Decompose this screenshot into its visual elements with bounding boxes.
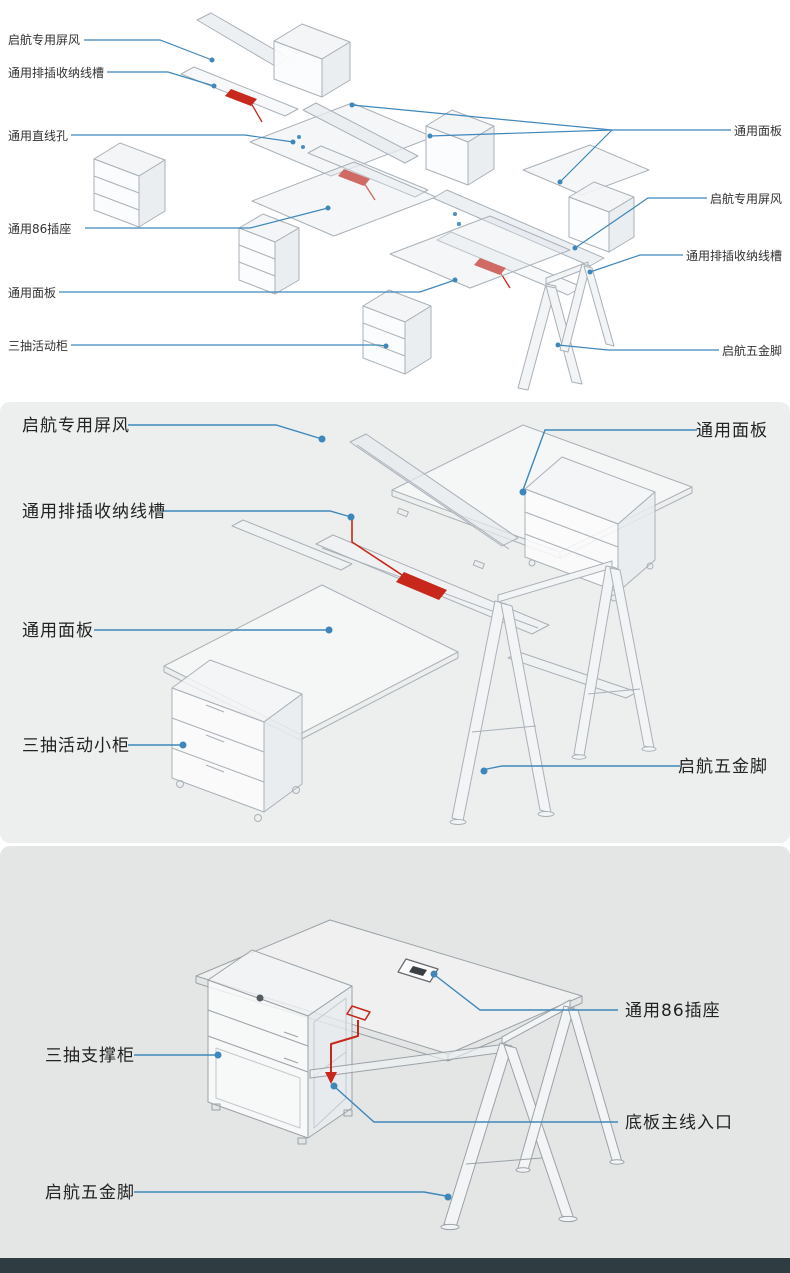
label-86-socket: 通用86插座: [625, 1001, 721, 1021]
label-screen-divider: 启航专用屏风: [22, 416, 130, 436]
leader-dots: [179, 435, 527, 775]
mobile-cabinet-front: [362, 289, 432, 375]
metal-legs: [449, 560, 657, 825]
leader-dots: [214, 970, 452, 1201]
cluster-drawing: [93, 12, 650, 391]
cable-tray: [315, 534, 550, 635]
label-cable-tray: 通用排插收纳线槽: [8, 66, 105, 80]
power-cable: [351, 515, 403, 576]
floating-cabinet-far-right: [568, 181, 635, 253]
bottom-bar: [0, 1258, 790, 1273]
label-support-cabinet: 三抽支撑柜: [45, 1046, 135, 1066]
section-exploded-cluster: 启航专用屏风 通用排插收纳线槽 通用直线孔 通用86插座 通用面板 三抽活动柜 …: [0, 0, 790, 400]
metal-legs: [440, 999, 625, 1231]
leader-lines: [134, 975, 618, 1197]
label-desktop-panel: 通用面板: [696, 421, 768, 441]
power-strip-icon: [396, 572, 447, 600]
desk-drawing: [195, 919, 625, 1231]
arrow-down-icon: [325, 1072, 337, 1084]
screen-panel-mid: [302, 102, 419, 164]
desk-drawing: [163, 424, 693, 825]
mobile-cabinet-left: [93, 142, 166, 228]
label-cable-tray: 通用排插收纳线槽: [22, 502, 166, 522]
base-cable-entry-marker: [325, 1005, 371, 1084]
support-rail-left: [231, 519, 353, 571]
mobile-cabinet-right: [524, 456, 656, 602]
illustration-assembled-desk: [134, 919, 625, 1231]
cable-tray-back: [180, 66, 299, 123]
label-metal-leg: 启航五金脚: [678, 757, 768, 777]
floating-cabinet-top: [273, 23, 351, 98]
lock-icon: [256, 994, 264, 1002]
label-screen-divider: 启航专用屏风: [8, 33, 81, 47]
leader-lines: [94, 424, 697, 771]
label-metal-leg: 启航五金脚: [45, 1183, 135, 1203]
desktop-panel-right: [522, 144, 650, 196]
label-mobile-cabinet: 三抽活动小柜: [22, 736, 130, 756]
leader-dots: [209, 57, 593, 349]
label-screen-divider: 启航专用屏风: [709, 192, 782, 206]
label-mobile-cabinet: 三抽活动柜: [8, 339, 69, 353]
label-86-socket: 通用86插座: [8, 222, 72, 236]
label-base-cable-entry: 底板主线入口: [625, 1113, 733, 1133]
section-exploded-single-desk: 启航专用屏风 通用排插收纳线槽 通用面板 三抽活动小柜 通用面板 启航五金脚: [0, 402, 790, 843]
screw-dots: [297, 135, 461, 226]
label-desktop-panel: 通用面板: [22, 621, 94, 641]
section-assembled-desk: 三抽支撑柜 启航五金脚 通用86插座 底板主线入口: [0, 846, 790, 1258]
illustration-exploded-cluster: [59, 12, 731, 391]
metal-legs: [517, 261, 615, 391]
label-metal-leg: 启航五金脚: [721, 344, 782, 358]
support-cabinet-3drawer: [207, 949, 353, 1145]
power-strip-icon: [338, 169, 370, 186]
label-desktop-panel: 通用面板: [8, 286, 57, 300]
cable-tray-mid: [307, 145, 429, 201]
socket-86: [397, 958, 439, 983]
label-desktop-panel: 通用面板: [733, 124, 782, 138]
screen-panel: [349, 433, 519, 570]
mobile-cabinet-3drawer: [171, 659, 303, 822]
desktop-panel-front: [389, 215, 571, 289]
mobile-cabinet-mid: [238, 213, 300, 295]
label-wire-hole: 通用直线孔: [8, 129, 69, 143]
power-strip-icon: [474, 258, 506, 275]
floating-cabinet-right: [425, 109, 495, 186]
leader-lines: [59, 39, 731, 351]
power-strip-icon: [225, 89, 257, 106]
label-cable-tray: 通用排插收纳线槽: [685, 249, 782, 263]
illustration-exploded-desk: [94, 424, 697, 825]
